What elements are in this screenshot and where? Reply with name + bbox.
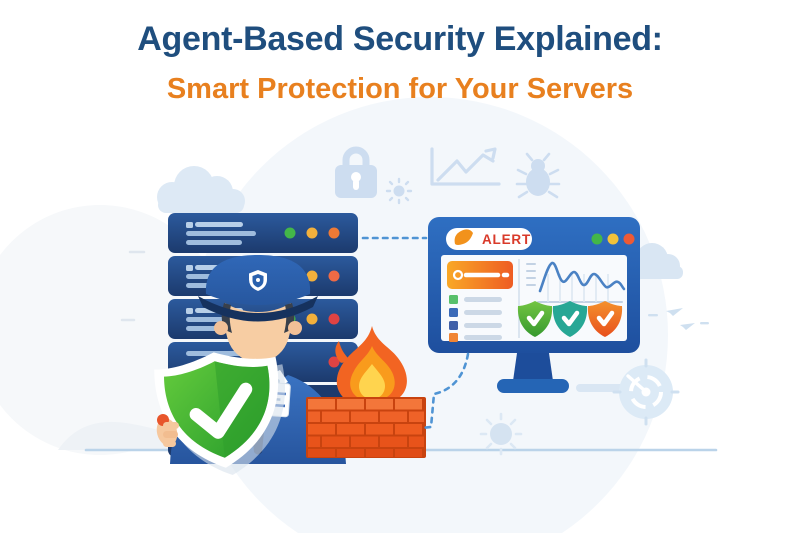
monitor-stand [513, 353, 553, 381]
sparkle-icon [385, 177, 413, 205]
line-chart [526, 261, 626, 303]
progress-bar [576, 384, 624, 392]
monitor: ALERT [428, 217, 640, 393]
page-subtitle: Smart Protection for Your Servers [166, 73, 634, 105]
page-title: Agent-Based Security Explained: [137, 20, 663, 58]
guard-ear-left [214, 321, 228, 335]
flame-icon [335, 326, 407, 407]
guard-ear-right [288, 321, 302, 335]
target-icon [612, 358, 680, 426]
bug-icon [515, 152, 561, 199]
brick-row-1 [308, 399, 422, 410]
brick-row-3 [308, 424, 422, 435]
header: Agent-Based Security Explained: Smart Pr… [0, 20, 800, 106]
alert-label: ALERT [482, 232, 531, 247]
cloud-left-icon [157, 166, 245, 213]
shield-check-icon [154, 352, 285, 476]
growth-chart-icon [430, 147, 501, 186]
firewall [306, 397, 426, 458]
small-dashes [120, 250, 146, 322]
alert-list [449, 295, 502, 342]
alert-badge: ALERT [446, 228, 532, 250]
status-dot-amber [306, 227, 318, 239]
shield-green-icon [517, 301, 553, 337]
status-dot-green [284, 227, 296, 239]
brick-row-4 [308, 436, 424, 447]
status-dot-orange [328, 227, 340, 239]
monitor-base [497, 379, 569, 393]
birds-icon [648, 308, 709, 330]
sun-icon [479, 412, 523, 456]
window-dots [591, 233, 635, 245]
guard-cap [198, 255, 318, 322]
shield-orange-icon [587, 301, 623, 337]
shield-teal-icon [552, 301, 588, 337]
brick-row-2 [308, 411, 424, 422]
brick-row-5 [308, 449, 422, 457]
lock-icon [335, 146, 377, 198]
alert-banner [447, 261, 513, 289]
leaf-icon [454, 229, 473, 245]
server-unit-1 [168, 213, 358, 253]
guard-hand [156, 414, 179, 447]
status-shields [517, 301, 623, 337]
status-dot-red [328, 313, 340, 325]
